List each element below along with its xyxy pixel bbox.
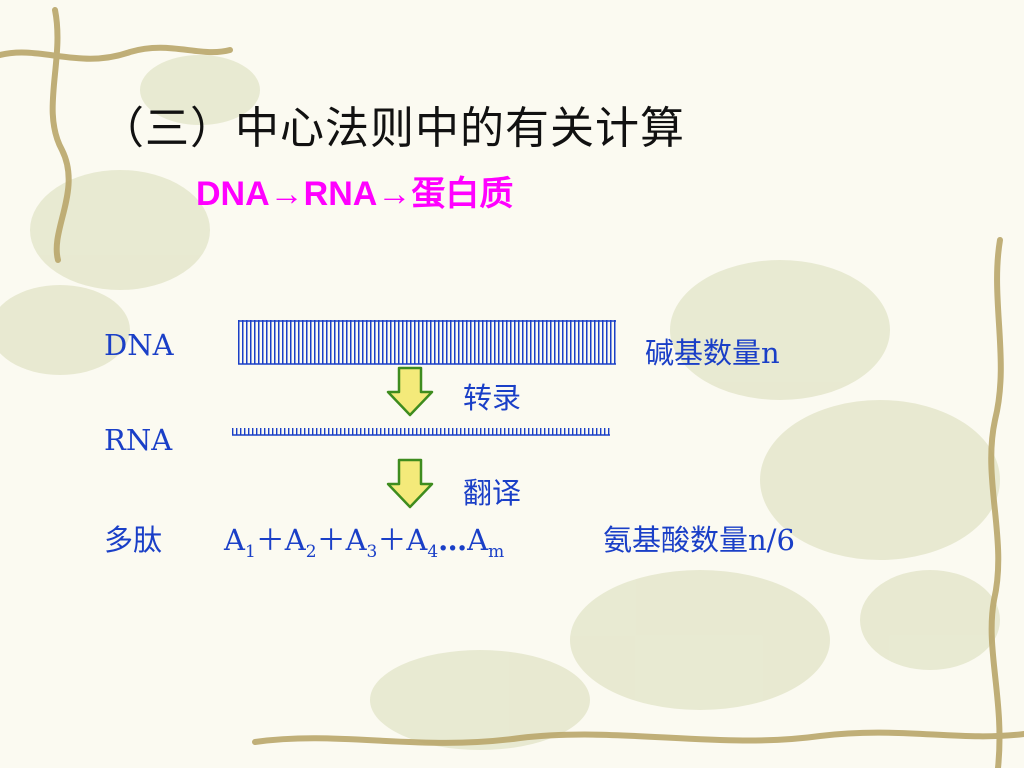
- base-count-label: 碱基数量n: [645, 336, 780, 370]
- formula-plus: ＋: [255, 523, 285, 557]
- rna-label: RNA: [104, 423, 173, 457]
- formula-term: A: [467, 523, 489, 557]
- down-arrow-icon: [386, 366, 434, 417]
- formula-term: A: [406, 523, 428, 557]
- dna-strand: [238, 320, 616, 365]
- transcription-label: 转录: [463, 381, 522, 415]
- formula-subscript: 4: [427, 541, 439, 562]
- formula-subscript: 1: [244, 541, 256, 562]
- formula-subscript: 3: [366, 541, 378, 562]
- amino-acid-formula: A1＋A2＋A3＋A4…Am: [224, 517, 504, 562]
- formula-subscript: 2: [305, 541, 317, 562]
- formula-term: A: [345, 523, 367, 557]
- slide-subtitle: DNA→RNA→蛋白质: [196, 175, 514, 213]
- down-arrow-icon: [386, 458, 434, 509]
- dna-label: DNA: [104, 328, 174, 362]
- translation-label: 翻译: [463, 476, 522, 510]
- slide-title: （三）中心法则中的有关计算: [100, 103, 685, 154]
- formula-subscript: m: [488, 541, 505, 562]
- formula-term: A: [224, 523, 245, 557]
- formula-plus: ＋: [316, 523, 346, 557]
- rna-strand: [232, 428, 610, 436]
- formula-plus: ＋: [377, 523, 407, 557]
- formula-ellipsis: …: [438, 523, 468, 557]
- formula-term: A: [284, 523, 306, 557]
- amino-acid-count-label: 氨基酸数量n/6: [603, 523, 795, 557]
- polypeptide-label: 多肽: [104, 523, 163, 557]
